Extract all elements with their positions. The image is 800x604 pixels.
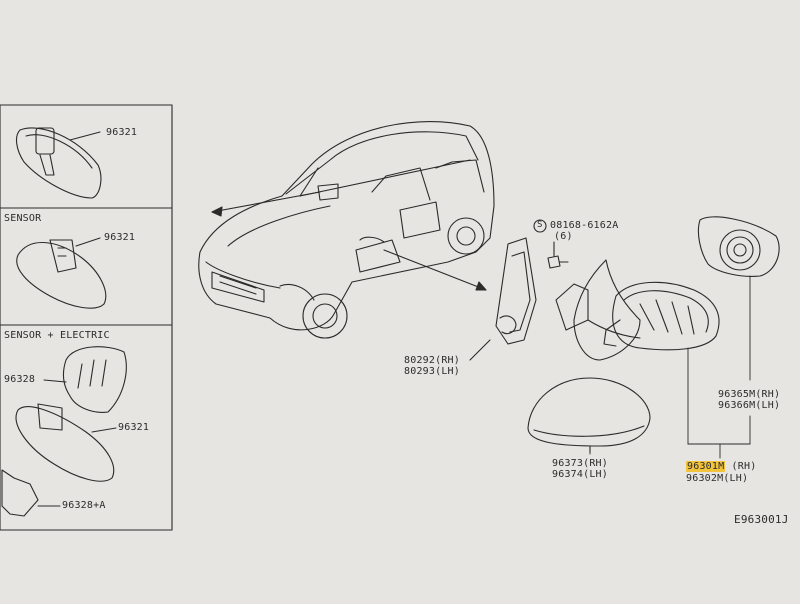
mirror-housing <box>555 259 641 361</box>
cap-lh-label: 96374(LH) <box>552 469 608 480</box>
bolt-symbol-circle <box>533 219 547 233</box>
leader-lines <box>589 275 751 459</box>
mirror-cap <box>527 377 651 453</box>
diagram-code: E963001J <box>734 513 789 526</box>
suv-illustration <box>198 121 495 339</box>
panel-3-caption: SENSOR + ELECTRIC <box>4 330 110 341</box>
panel-3-extra-2-label: 96328+A <box>62 500 106 511</box>
assembly-rh-highlight: 96301M <box>686 461 726 472</box>
assembly-lh-label: 96302M(LH) <box>686 473 749 484</box>
bolt-part-number: 08168-6162A <box>550 220 619 231</box>
rear-mirror-1 <box>15 127 102 199</box>
glass-rh-label: 96365M(RH) <box>718 389 781 400</box>
assembly-rh-suffix: (RH) <box>725 461 757 472</box>
mirror-base-cover <box>469 237 537 361</box>
cover-rh-label: 80292(RH) <box>404 355 460 366</box>
pointer-arrows <box>211 191 487 291</box>
panel-2-caption: SENSOR <box>4 213 42 224</box>
bolt-symbol-letter: S <box>537 220 543 230</box>
cover-lh-label: 80293(LH) <box>404 366 460 377</box>
panel-frames <box>0 104 173 531</box>
bolt-part <box>547 241 569 269</box>
panel-3-extra-1-label: 96328 <box>4 374 36 385</box>
rear-mirror-sensor <box>16 237 107 309</box>
bolt-quantity: (6) <box>554 231 573 242</box>
assembly-rh-label: 96301M (RH) <box>686 461 756 472</box>
panel-3-part-label: 96321 <box>118 422 150 433</box>
cap-rh-label: 96373(RH) <box>552 458 608 469</box>
mirror-glass <box>697 216 780 277</box>
panel-2-part-label: 96321 <box>104 232 136 243</box>
glass-lh-label: 96366M(LH) <box>718 400 781 411</box>
mirror-assembly <box>603 281 720 351</box>
panel-1-part-label: 96321 <box>106 127 138 138</box>
rear-mirror-sensor-electric <box>1 346 127 517</box>
